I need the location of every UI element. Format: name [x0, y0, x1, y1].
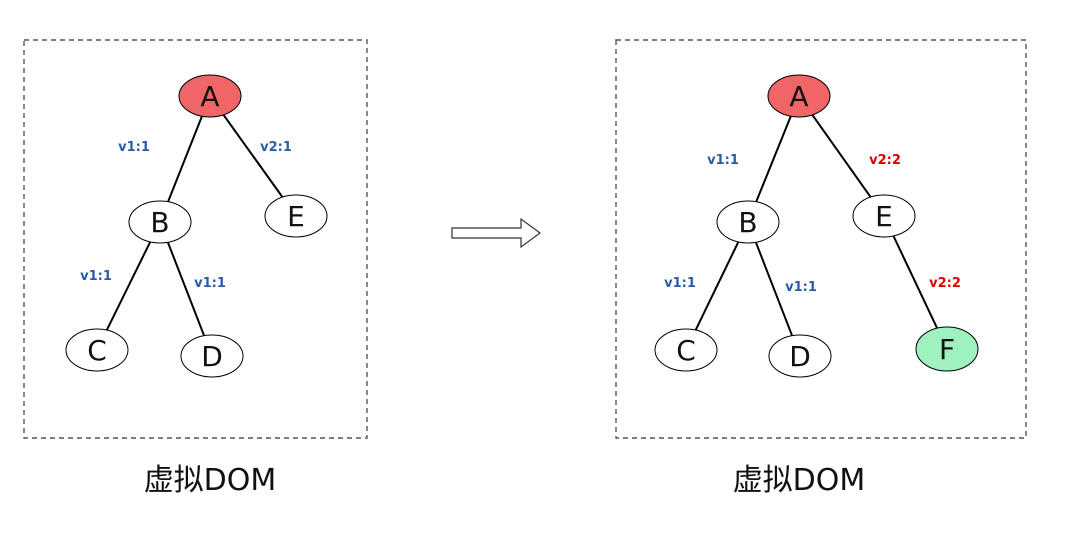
node-ellipse: [264, 194, 328, 238]
tree-node-d: D: [180, 334, 244, 378]
tree-node-b: B: [716, 200, 780, 244]
node-label: E: [875, 200, 893, 233]
node-ellipse: [915, 326, 979, 372]
node-label: A: [200, 80, 219, 113]
node-ellipse: [65, 328, 129, 372]
edge-b-c: [105, 241, 152, 331]
node-label: B: [150, 206, 169, 239]
node-ellipse: [178, 74, 242, 118]
node-label: D: [789, 340, 811, 373]
edge-label-b-c: v1:1: [664, 276, 696, 291]
panel-frame: [615, 39, 1027, 439]
node-ellipse: [768, 334, 832, 378]
edge-a-e: [811, 114, 872, 198]
edge-e-f: [892, 235, 939, 329]
node-ellipse: [852, 194, 916, 238]
right-arrow-icon: [451, 217, 542, 249]
tree-node-c: C: [654, 328, 718, 372]
node-ellipse: [654, 328, 718, 372]
edge-a-b: [167, 115, 203, 203]
edge-label-a-e: v2:2: [869, 153, 901, 168]
tree-node-e: E: [852, 194, 916, 238]
tree-node-b: B: [128, 200, 192, 244]
edge-a-e: [222, 114, 284, 198]
tree-node-f: F: [915, 326, 979, 372]
panel-before: v1:1 v2:1 v1:1 v1:1 A B E C D: [23, 39, 368, 439]
node-ellipse: [180, 334, 244, 378]
node-ellipse: [716, 200, 780, 244]
tree-node-a: A: [767, 74, 831, 118]
edge-label-b-d: v1:1: [194, 276, 226, 291]
tree-node-a: A: [178, 74, 242, 118]
caption-right: 虚拟DOM: [733, 463, 866, 498]
node-label: E: [287, 200, 305, 233]
caption-left: 虚拟DOM: [144, 463, 277, 498]
node-label: D: [201, 340, 223, 373]
panel-after: v1:1 v2:2 v1:1 v1:1 v2:2 A B E C D F: [615, 39, 1027, 439]
edge-label-b-c: v1:1: [80, 269, 112, 284]
edge-b-d: [754, 241, 794, 337]
tree-node-c: C: [65, 328, 129, 372]
node-label: C: [676, 334, 696, 367]
edge-label-a-e: v2:1: [260, 140, 292, 155]
node-label: A: [789, 80, 808, 113]
edge-label-a-b: v1:1: [118, 140, 150, 155]
tree-node-d: D: [768, 334, 832, 378]
node-ellipse: [767, 74, 831, 118]
node-label: B: [738, 206, 757, 239]
edge-a-b: [755, 115, 792, 203]
edge-b-d: [166, 241, 206, 337]
node-label: C: [87, 334, 107, 367]
node-label: F: [939, 333, 955, 366]
edge-b-c: [694, 241, 740, 331]
edge-label-b-d: v1:1: [785, 280, 817, 295]
edge-label-e-f: v2:2: [929, 276, 961, 291]
panel-frame: [23, 39, 368, 439]
tree-node-e: E: [264, 194, 328, 238]
edge-label-a-b: v1:1: [707, 153, 739, 168]
node-ellipse: [128, 200, 192, 244]
